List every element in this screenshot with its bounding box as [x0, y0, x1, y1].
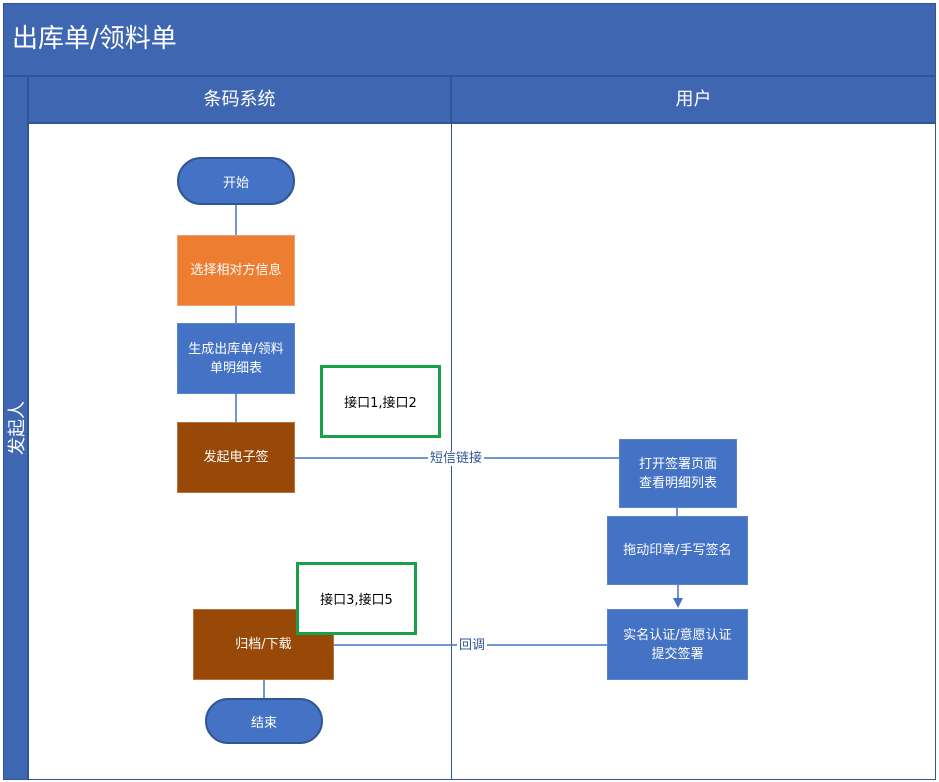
drag-seal-label: 拖动印章/手写签名 [623, 543, 732, 558]
verify-submit-step: 实名认证/意愿认证 提交签署 [607, 609, 748, 680]
select-counterparty-label: 选择相对方信息 [190, 263, 282, 278]
edge-label-callback: 回调 [457, 638, 488, 653]
api-note-1-2: 接口1,接口2 [320, 365, 441, 438]
select-counterparty-step: 选择相对方信息 [177, 235, 295, 306]
diagram-title: 出库单/领料单 [3, 3, 936, 76]
archive-download-label: 归档/下载 [235, 637, 292, 652]
open-sign-page-label: 打开签署页面 查看明细列表 [638, 456, 717, 491]
open-sign-page-step: 打开签署页面 查看明细列表 [619, 439, 737, 508]
archive-download-step: 归档/下载 [193, 609, 334, 680]
drag-seal-step: 拖动印章/手写签名 [607, 516, 748, 585]
generate-list-step: 生成出库单/领料 单明细表 [177, 323, 295, 394]
pool-header: 发起人 [3, 76, 28, 780]
lane-header-barcode-system: 条码系统 [28, 76, 451, 123]
end-node: 结束 [205, 698, 323, 744]
start-node: 开始 [177, 157, 295, 205]
api-note-3-5: 接口3,接口5 [296, 562, 417, 635]
lane-header-user: 用户 [451, 76, 936, 123]
verify-submit-label: 实名认证/意愿认证 提交签署 [623, 627, 732, 662]
initiate-esign-label: 发起电子签 [203, 450, 269, 465]
generate-list-label: 生成出库单/领料 单明细表 [188, 341, 284, 376]
initiate-esign-step: 发起电子签 [177, 422, 295, 493]
edge-label-sms-link: 短信链接 [428, 451, 485, 466]
